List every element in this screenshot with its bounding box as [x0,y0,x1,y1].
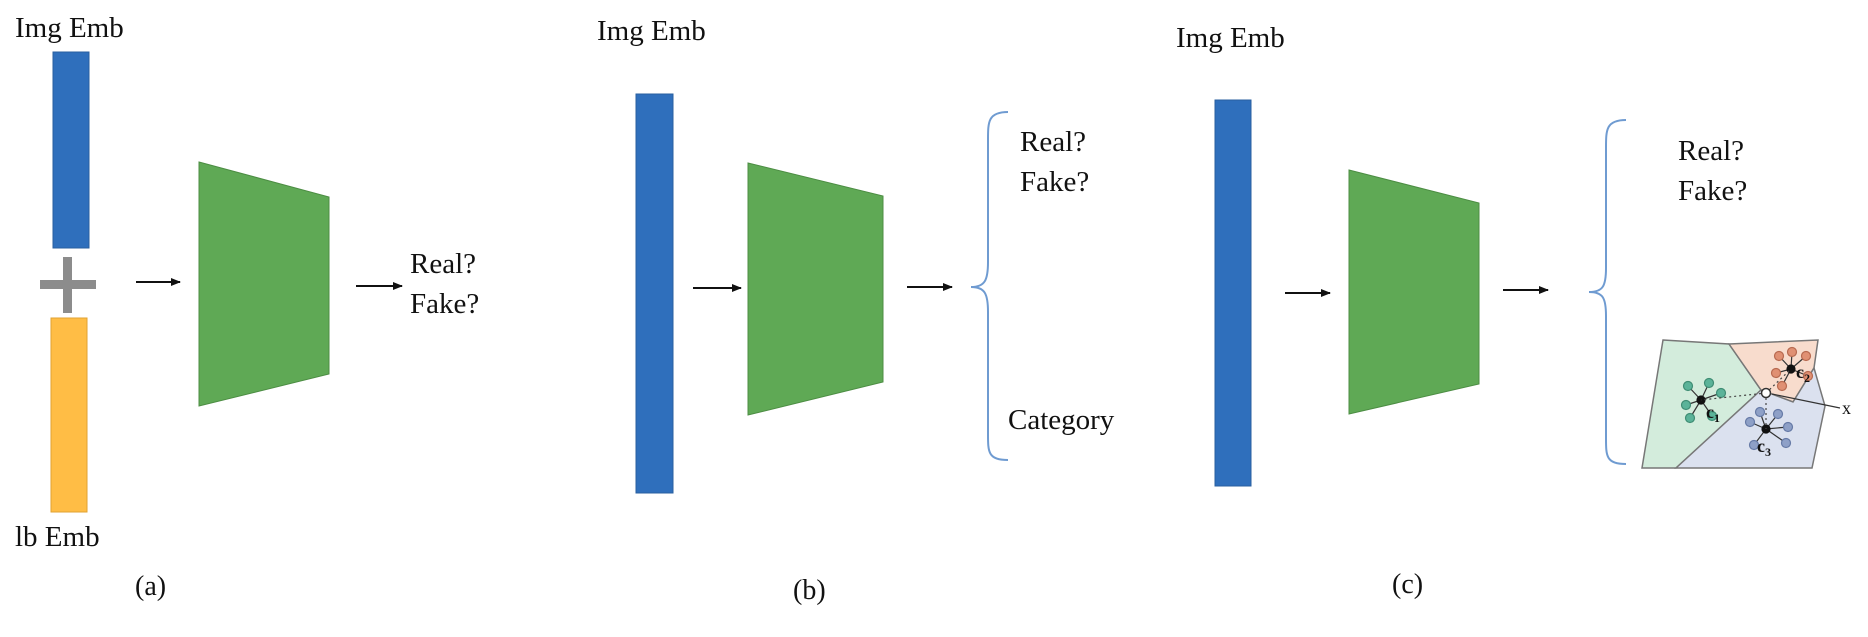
lb-emb-bar [50,317,88,513]
img-emb-bar-b [635,93,674,494]
query-point [1700,368,1841,429]
caption-a: (a) [135,571,167,602]
cluster-c3-points [1744,406,1794,451]
network-b [747,162,884,416]
caption-b: (b) [793,575,826,606]
cluster-diagram: c1 c2 c3 x [1641,339,1851,469]
img-emb-label-c: Img Emb [1176,22,1285,54]
output-fake-b: Fake? [1020,166,1090,198]
img-emb-bar-a [52,51,90,249]
brace-c [1588,119,1627,465]
category-label: Category [1008,404,1115,436]
output-fake-a: Fake? [410,288,480,320]
img-emb-label-a: Img Emb [15,12,124,44]
panel-c: c1 c2 c3 x [1214,99,1851,487]
panel-b [635,93,1009,494]
cluster-label-c2: c2 [1796,362,1810,385]
cluster-c2-points [1770,346,1814,392]
query-point-label: x [1842,398,1851,418]
output-real-c: Real? [1678,135,1745,167]
cluster-label-c3: c3 [1757,436,1771,459]
output-real-b: Real? [1020,126,1087,158]
lb-emb-label: lb Emb [15,521,100,553]
caption-c: (c) [1392,569,1424,600]
cluster-label-c1: c1 [1706,402,1720,425]
output-fake-c: Fake? [1678,175,1748,207]
network-a [198,161,330,407]
plus-icon [40,257,96,313]
network-c [1348,169,1480,415]
output-real-a: Real? [410,248,477,280]
panel-a [40,51,403,513]
brace-b [970,111,1009,461]
img-emb-label-b: Img Emb [597,15,706,47]
img-emb-bar-c [1214,99,1252,487]
cluster-c1-points [1680,377,1727,424]
